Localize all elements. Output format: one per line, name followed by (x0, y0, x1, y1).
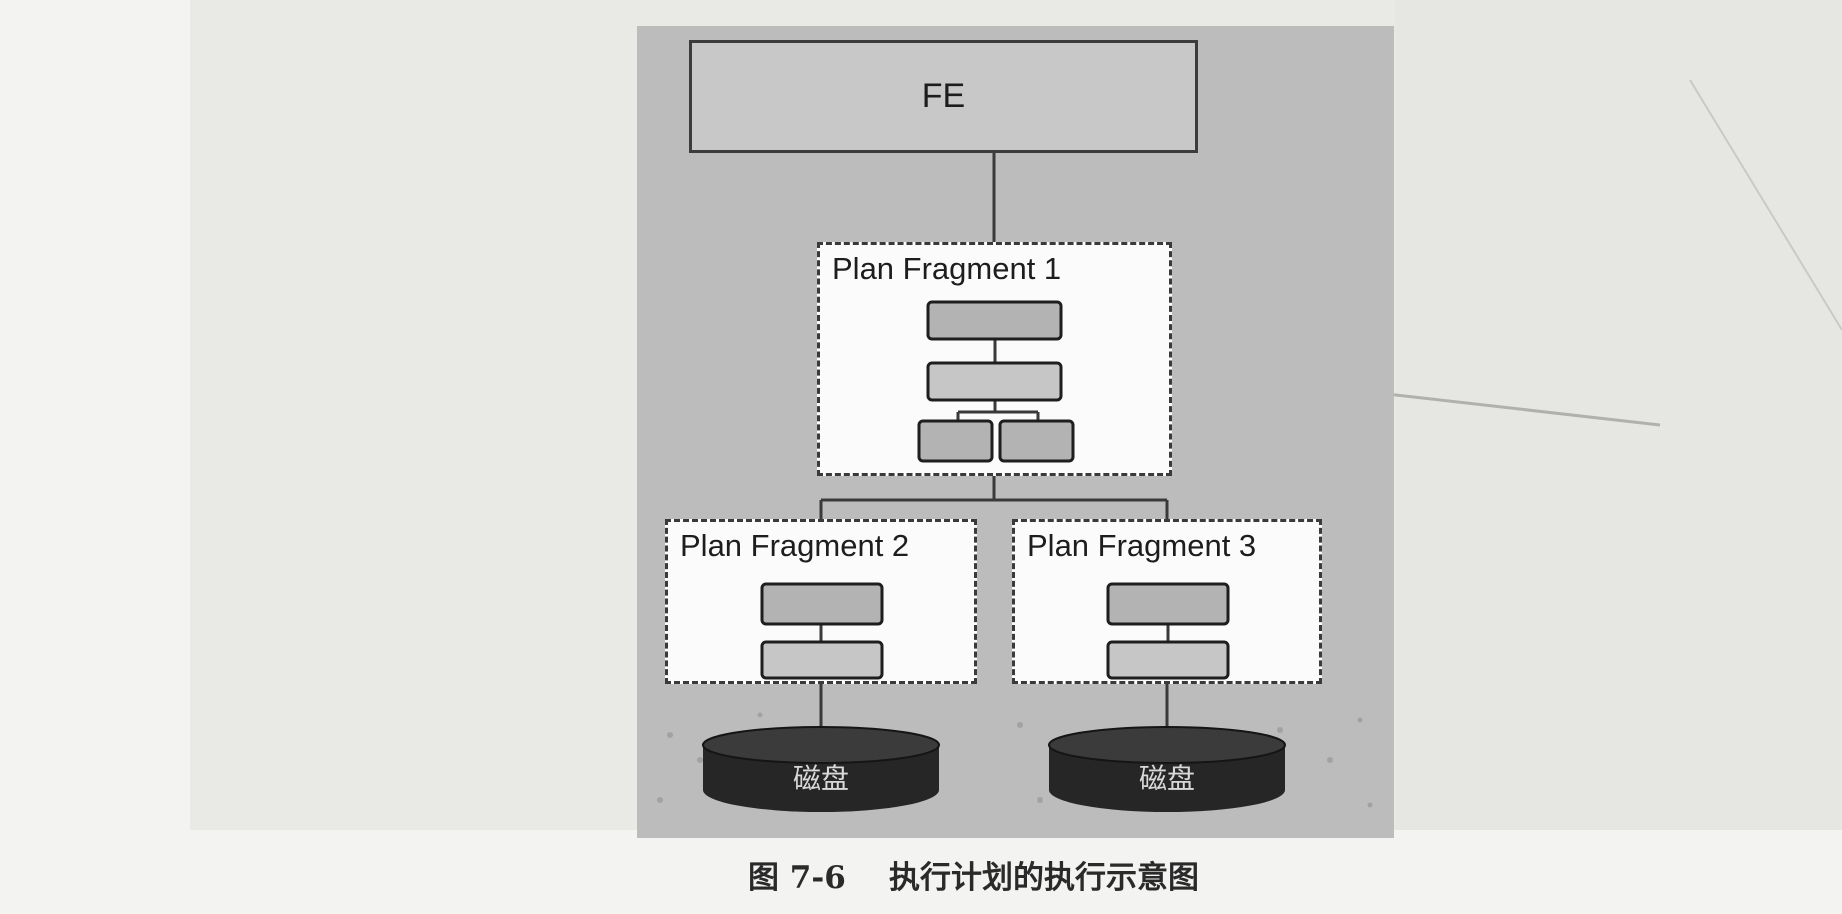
caption-number: 图 7-6 (748, 860, 846, 896)
figure-caption: 图 7-6 执行计划的执行示意图 (748, 852, 1199, 897)
plan-fragment-1: Plan Fragment 1 (817, 242, 1172, 476)
plan-fragment-3: Plan Fragment 3 (1012, 519, 1322, 684)
fragment-label: Plan Fragment 3 (1027, 528, 1257, 563)
fragment-label: Plan Fragment 2 (680, 528, 910, 563)
caption-text: 执行计划的执行示意图 (888, 860, 1199, 896)
disk-label-1: 磁盘 (792, 762, 849, 795)
plan-fragment-2: Plan Fragment 2 (665, 519, 977, 684)
disk-label-2: 磁盘 (1138, 762, 1195, 795)
fragment-label: Plan Fragment 1 (832, 251, 1062, 286)
fe-node: FE (689, 40, 1198, 153)
fe-label: FE (921, 77, 966, 115)
